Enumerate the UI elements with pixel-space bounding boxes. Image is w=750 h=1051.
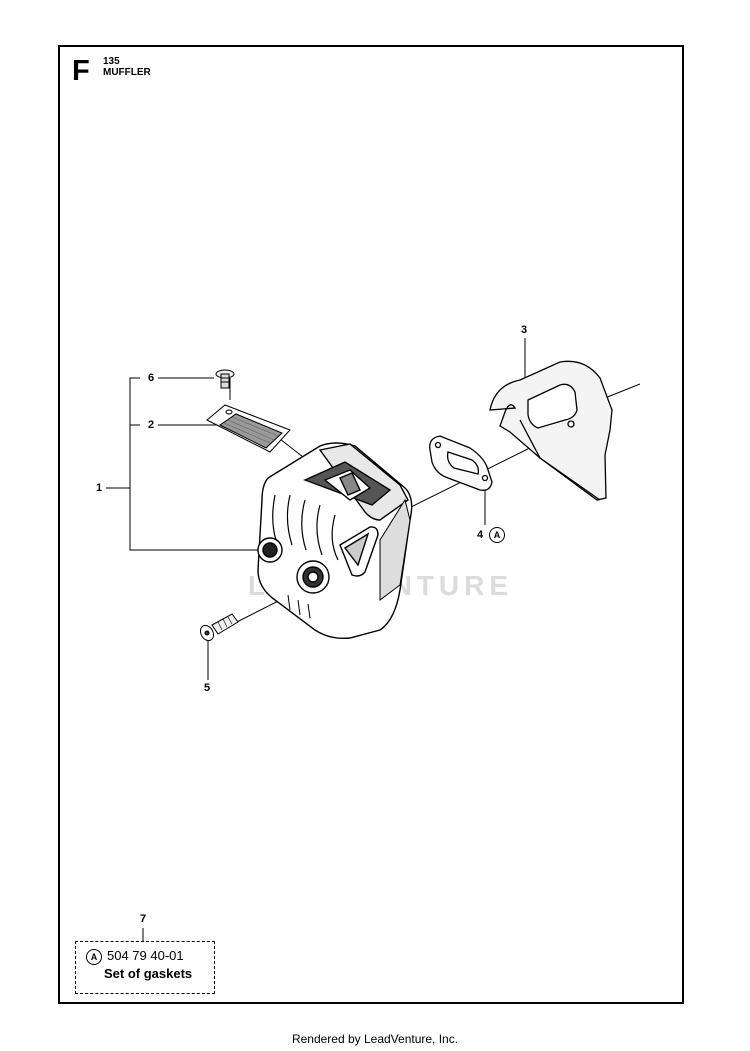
section-title: MUFFLER <box>103 67 151 78</box>
kit-info-box: A 504 79 40-01 Set of gaskets <box>75 941 215 994</box>
callout-1: 1 <box>96 482 103 494</box>
kit-marker: A <box>86 949 102 965</box>
spark-screen <box>206 404 291 453</box>
heat-shield <box>489 360 613 501</box>
diagram-frame <box>58 45 684 1004</box>
bracket-1 <box>129 377 262 551</box>
callout-3: 3 <box>521 324 528 336</box>
callout-4: 4 <box>477 529 484 541</box>
callout-5: 5 <box>204 682 211 694</box>
gasket <box>429 435 493 491</box>
footer-credit: Rendered by LeadVenture, Inc. <box>291 1032 459 1046</box>
kit-marker-circle: A <box>489 527 505 543</box>
kit-description: Set of gaskets <box>104 966 193 981</box>
kit-part-number: 504 79 40-01 <box>107 948 184 963</box>
screw-6 <box>215 369 235 389</box>
muffler-body <box>257 442 413 640</box>
bolt-5 <box>199 613 239 642</box>
model-number: 135 <box>103 56 120 67</box>
callout-6: 6 <box>148 372 155 384</box>
callout-2: 2 <box>148 419 155 431</box>
callout-7: 7 <box>140 913 147 925</box>
section-letter: F <box>72 55 90 87</box>
